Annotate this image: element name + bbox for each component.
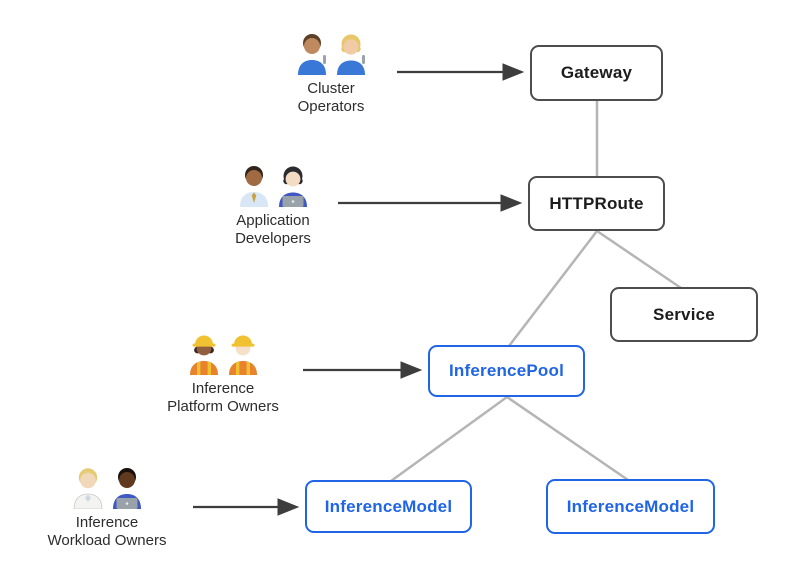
- persona-label-line: Operators: [297, 98, 365, 115]
- platform-owners-icons: [186, 331, 261, 375]
- workload-owners-icons: [70, 465, 145, 509]
- persona-inference-platform-owners: Inference Platform Owners: [128, 331, 318, 416]
- application-developers-icons: [236, 163, 311, 207]
- node-inferencemodel-right-label: InferenceModel: [566, 496, 695, 516]
- workload-owners-label: Inference Workload Owners: [48, 514, 167, 550]
- edge-inferencepool-inferencemodel-left: [390, 395, 508, 483]
- node-gateway-label: Gateway: [560, 63, 633, 82]
- node-inferencemodel-right: InferenceModel: [546, 479, 715, 534]
- persona-cluster-operators: Cluster Operators: [236, 31, 426, 116]
- woman-mechanic-icon: [336, 34, 365, 75]
- node-inferencepool-label: InferencePool: [448, 361, 565, 380]
- persona-inference-workload-owners: Inference Workload Owners: [12, 465, 202, 550]
- node-gateway: Gateway: [530, 45, 663, 101]
- node-inferencepool: InferencePool: [428, 345, 585, 397]
- health-worker-icon: [73, 468, 102, 509]
- cluster-operators-label: Cluster Operators: [298, 80, 365, 116]
- man-construction-worker-icon: [228, 335, 257, 375]
- application-developers-label: Application Developers: [235, 212, 311, 248]
- node-inferencemodel-left-label: InferenceModel: [324, 496, 453, 516]
- persona-label-line: Inference: [75, 514, 139, 531]
- persona-application-developers: Application Developers: [178, 163, 368, 248]
- edge-httproute-inferencepool: [508, 230, 598, 347]
- persona-label-line: Platform Owners: [167, 398, 279, 415]
- man-office-worker-icon: [239, 166, 268, 207]
- edge-httproute-service: [596, 229, 682, 290]
- persona-label-line: Cluster: [307, 80, 355, 97]
- woman-technologist-icon: [278, 166, 307, 207]
- man-technologist-icon: [112, 468, 141, 509]
- node-inferencemodel-left: InferenceModel: [305, 480, 472, 533]
- persona-label-line: Inference: [191, 380, 255, 397]
- cluster-operators-icons: [294, 31, 369, 75]
- persona-label-line: Developers: [235, 230, 311, 247]
- node-service-label: Service: [653, 304, 715, 324]
- platform-owners-label: Inference Platform Owners: [167, 380, 279, 416]
- node-httproute-label: HTTPRoute: [549, 193, 644, 213]
- persona-label-line: Workload Owners: [47, 532, 167, 549]
- node-httproute: HTTPRoute: [528, 176, 665, 231]
- node-service: Service: [610, 287, 758, 342]
- man-mechanic-icon: [297, 34, 326, 75]
- persona-label-line: Application: [236, 212, 310, 229]
- woman-construction-worker-icon: [189, 335, 218, 375]
- edge-inferencepool-inferencemodel-right: [506, 395, 629, 482]
